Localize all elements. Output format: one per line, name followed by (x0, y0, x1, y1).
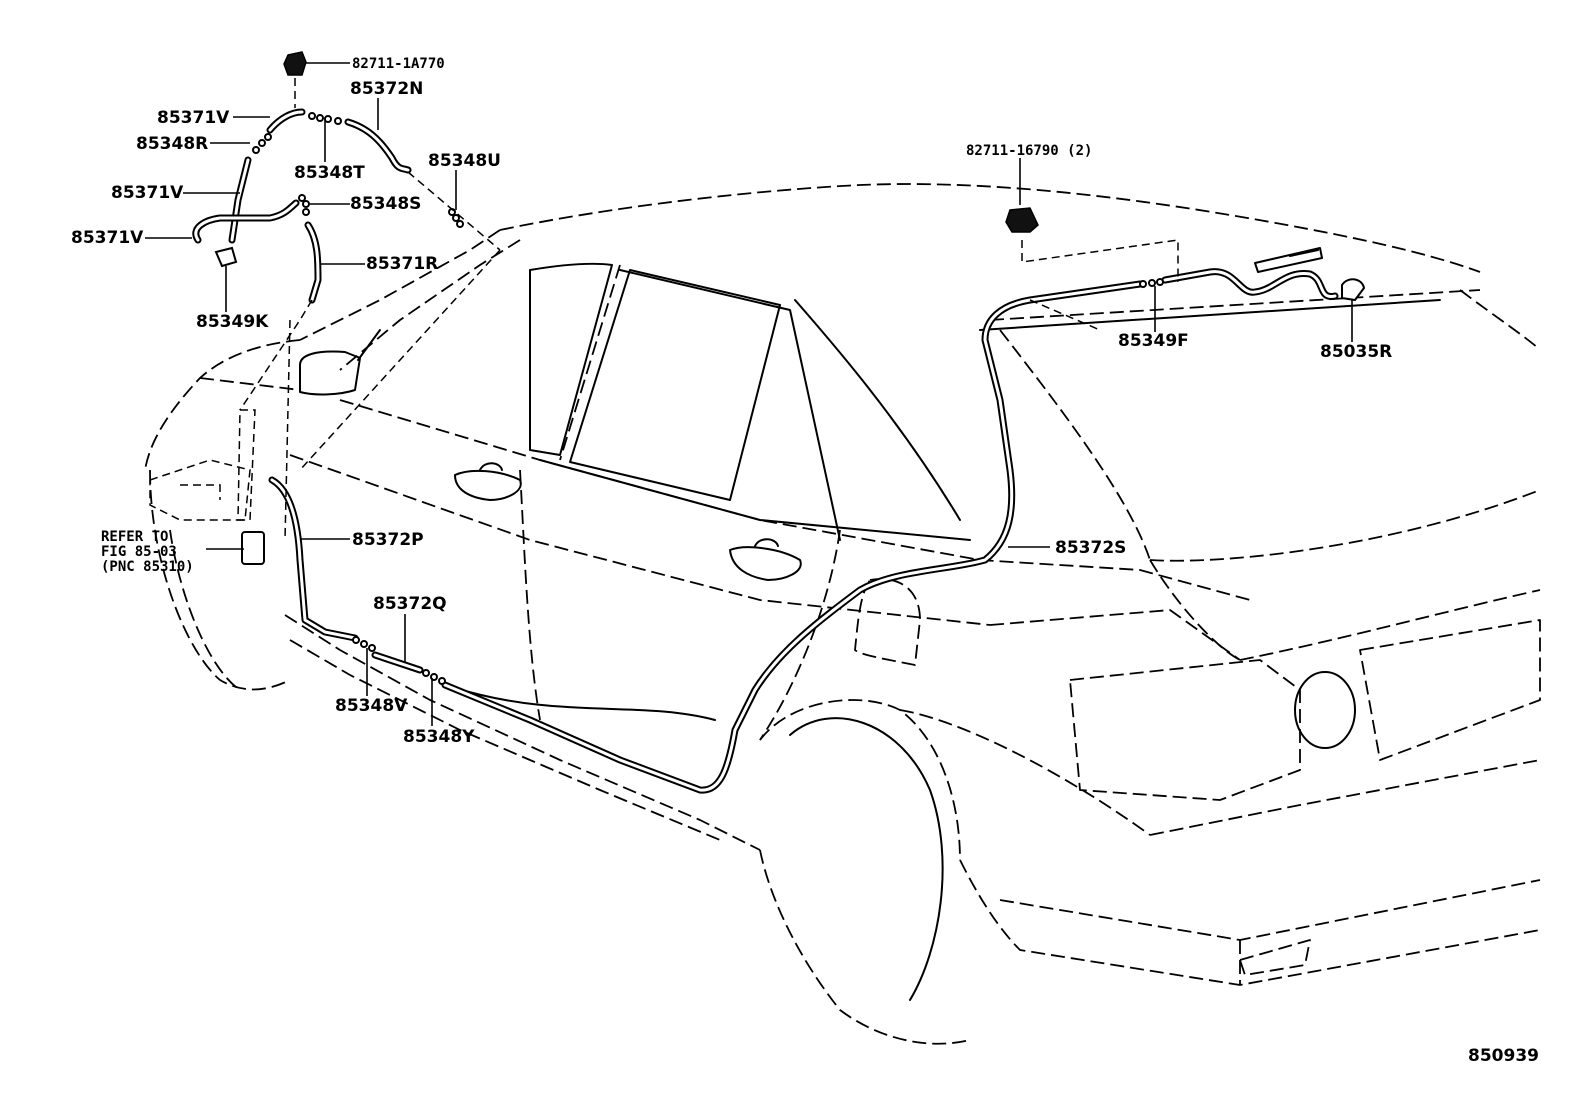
clip-icon (283, 51, 307, 76)
hose-clamp-icon (1005, 207, 1039, 233)
label-85349f: 85349F (1118, 331, 1189, 351)
label-85372p: 85372P (352, 530, 424, 550)
label-85348r: 85348R (136, 134, 208, 154)
label-82711-1a770: 82711-1A770 (352, 56, 445, 72)
car-body-outline (144, 183, 1541, 1045)
washer-hoses (268, 207, 1366, 794)
label-85348t: 85348T (294, 163, 365, 183)
leader-lines (145, 62, 1353, 726)
label-85348v: 85348V (335, 696, 408, 716)
label-85348u: 85348U (428, 151, 501, 171)
refer-text-line1: REFER TO (101, 529, 168, 545)
label-85371v-middle: 85371V (111, 183, 184, 203)
part-labels: 82711-1A770 85372N 85371V 85348R 85348T … (71, 56, 1539, 1066)
car-body-solid-lines (299, 262, 1441, 1001)
label-85372n: 85372N (350, 79, 423, 99)
refer-text-line3: (PNC 85310) (101, 559, 194, 575)
label-85371v-top: 85371V (157, 108, 230, 128)
label-85372q: 85372Q (373, 594, 447, 614)
label-85348y: 85348Y (403, 727, 475, 747)
rear-washer-nozzle-icon (1341, 278, 1366, 302)
label-85349k: 85349K (196, 312, 269, 332)
hood-hose-assembly (192, 51, 1179, 685)
label-82711-16790: 82711-16790 (2) (966, 143, 1092, 159)
label-85371r: 85371R (366, 254, 438, 274)
label-85372s: 85372S (1055, 538, 1126, 558)
hood-nozzle-icon (214, 246, 238, 268)
figure-number: 850939 (1468, 1046, 1539, 1066)
label-85348s: 85348S (350, 194, 421, 214)
washer-tank-area (149, 409, 265, 565)
refer-text-line2: FIG 85-03 (101, 544, 177, 560)
label-85035r: 85035R (1320, 342, 1392, 362)
label-85371v-bottom: 85371V (71, 228, 144, 248)
washer-pump-icon (241, 531, 265, 565)
